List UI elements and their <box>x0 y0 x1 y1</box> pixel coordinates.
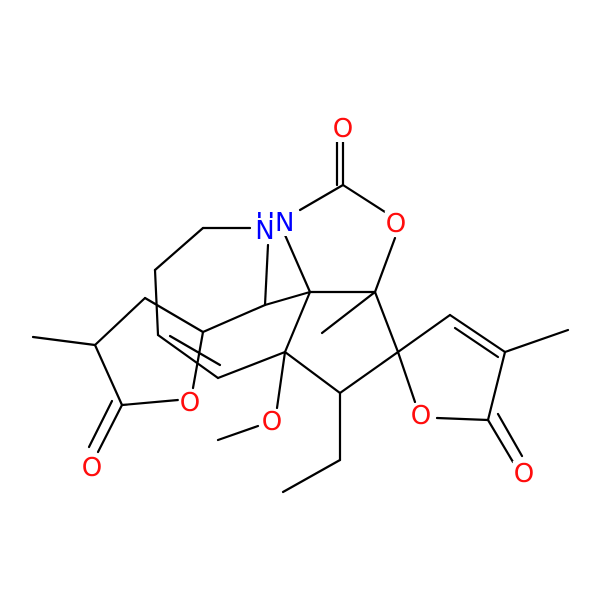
bond-skeleton <box>31 140 570 494</box>
atom-label-backdrop <box>260 409 284 435</box>
atom-label-backdrop <box>384 211 408 237</box>
bond <box>448 313 507 354</box>
bond <box>298 183 345 212</box>
bond <box>338 350 400 395</box>
atom-label: O <box>514 459 534 489</box>
atom-label: O <box>411 401 431 431</box>
bond <box>341 183 387 214</box>
bond <box>31 335 97 347</box>
atom-label-backdrop <box>254 218 276 244</box>
bond <box>396 350 417 404</box>
atom-labels: O O HN N O O O O O <box>80 114 536 489</box>
atom-label: O <box>82 453 102 483</box>
bond <box>191 330 205 390</box>
bond <box>201 303 267 334</box>
atom-label-backdrop <box>512 461 536 487</box>
atom-label: N <box>255 216 274 246</box>
bond <box>263 243 270 307</box>
atom-label: O <box>262 407 282 437</box>
bond <box>275 350 287 410</box>
atom-label-backdrop <box>409 403 433 429</box>
bond <box>283 233 312 294</box>
bond <box>93 296 147 347</box>
bond <box>93 343 124 407</box>
bond <box>263 290 312 307</box>
bond <box>373 290 400 354</box>
bond <box>396 313 452 354</box>
bond <box>503 328 570 354</box>
bond <box>373 236 397 294</box>
bond <box>143 296 205 334</box>
bond <box>156 333 220 380</box>
atom-label-backdrop <box>178 390 202 416</box>
bond <box>168 334 222 367</box>
bond <box>96 403 124 454</box>
atom-label-backdrop <box>331 116 355 142</box>
bond <box>87 399 114 449</box>
bond <box>486 350 507 422</box>
bond <box>216 350 287 380</box>
atom-label-backdrop <box>80 455 104 481</box>
bond <box>153 226 205 272</box>
bond <box>283 290 312 354</box>
atom-label: O <box>386 209 406 239</box>
atom-label: O <box>333 114 353 144</box>
bond <box>281 458 342 494</box>
bond <box>283 350 342 395</box>
bond <box>120 398 180 407</box>
bond <box>216 424 260 442</box>
bond <box>435 416 490 422</box>
bond <box>153 268 160 337</box>
bond <box>486 418 515 464</box>
bond <box>453 326 500 359</box>
bond <box>320 290 377 335</box>
bond <box>496 412 524 458</box>
atom-label: O <box>180 388 200 418</box>
